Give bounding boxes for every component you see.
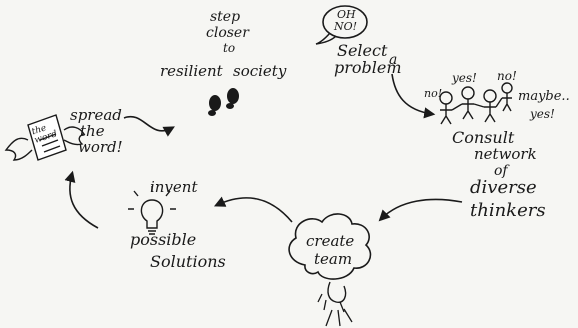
arrow-to-invent xyxy=(213,196,293,223)
select-problem-line-2: a xyxy=(389,52,398,68)
arrow-to-consult xyxy=(391,73,436,119)
speech-yes-2: yes! xyxy=(530,107,555,121)
invent-line-2: possible xyxy=(130,230,197,249)
consult-line-4: diverse xyxy=(470,177,537,198)
oh-no-line-2: NO! xyxy=(334,20,358,33)
invent-line-1: invent xyxy=(150,178,198,196)
spread-line-3: word! xyxy=(78,138,123,156)
winged-book-icon xyxy=(4,114,86,161)
spread-line-1: spread xyxy=(70,106,122,124)
step-closer-line-2: closer xyxy=(206,25,249,41)
team-brain-cloud xyxy=(288,213,372,327)
step-closer-society: society xyxy=(233,62,287,80)
oh-no-line-1: OH xyxy=(337,8,356,21)
create-team-line-1: create xyxy=(306,232,355,250)
speech-no-2: no! xyxy=(497,69,517,83)
invent-line-3: Solutions xyxy=(150,252,226,271)
select-problem-line-3: problem xyxy=(334,58,402,77)
network-people-icon xyxy=(439,82,513,125)
arrow-to-step-closer xyxy=(123,115,175,137)
speech-maybe: maybe.. xyxy=(518,89,570,104)
step-closer-resilient: resilient xyxy=(160,62,223,80)
speech-yes-1: yes! xyxy=(452,71,477,85)
consult-line-2: network xyxy=(474,145,537,163)
footprints-icon xyxy=(208,88,239,116)
speech-no-1: no! xyxy=(424,87,443,100)
oh-no-speech-bubble xyxy=(315,5,368,45)
step-closer-line-3: to xyxy=(223,41,236,55)
arrow-to-create-team xyxy=(378,198,463,222)
select-problem-line-1: Select xyxy=(337,41,388,60)
consult-line-5: thinkers xyxy=(470,200,546,221)
step-closer-line-1: step xyxy=(210,9,241,25)
consult-line-3: of xyxy=(494,163,508,179)
spread-line-2: the xyxy=(80,122,105,140)
light-bulb-icon xyxy=(128,186,176,235)
create-team-line-2: team xyxy=(314,250,353,268)
consult-line-1: Consult xyxy=(452,128,515,147)
arrow-to-spread xyxy=(64,170,99,229)
